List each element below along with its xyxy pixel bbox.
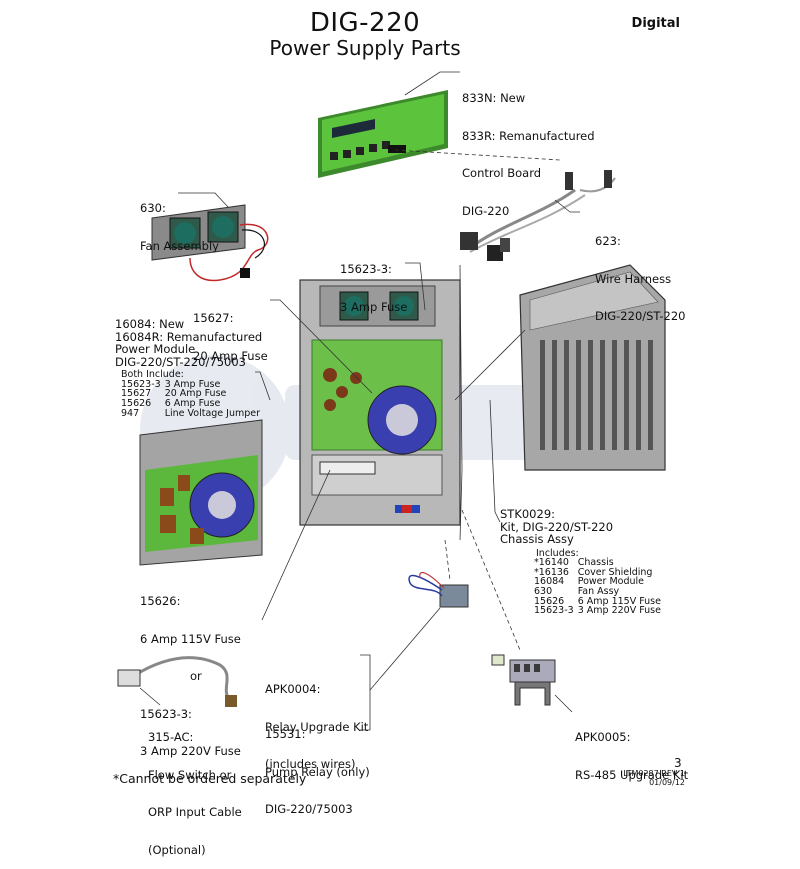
- fuse-20amp-label: 15627: 20 Amp Fuse: [193, 311, 268, 363]
- chassis-assembly-image: [299, 279, 461, 526]
- page-title: DIG-220: [309, 8, 421, 38]
- flow-switch-label: 315-AC: Flow Switch or ORP Input Cable (…: [148, 730, 242, 857]
- power-module-label: 16084: New 16084R: Remanufactured Power …: [115, 317, 264, 419]
- leader-lines: [139, 71, 580, 731]
- wire-harness-label: 623: Wire Harness DIG-220/ST-220: [595, 234, 686, 323]
- control-board-label: 833N: New 833R: Remanufactured Control B…: [462, 91, 595, 218]
- pump-relay-label: 15531: Pump Relay (only) DIG-220/75003: [265, 727, 370, 816]
- wire-harness-image: [460, 170, 616, 261]
- rs485-kit-label: APK0005: RS-485 Upgrade Kit: [575, 730, 689, 782]
- fuse-6amp-label: 15626: 6 Amp 115V Fuse or 15623-3: 3 Amp…: [140, 594, 241, 758]
- control-board-image: [318, 90, 448, 178]
- cover-shielding-image: [519, 264, 666, 471]
- model-tag: Digital: [631, 16, 680, 31]
- footnote: *Cannot be ordered separately: [113, 771, 307, 786]
- fuse-3amp-label: 15623-3: 3 Amp Fuse: [340, 262, 408, 314]
- flow-switch-image: [117, 656, 237, 707]
- fan-assembly-label: 630: Fan Assembly: [140, 201, 219, 253]
- page-number: 3: [674, 756, 682, 770]
- page-subtitle: Power Supply Parts: [269, 36, 461, 60]
- relay-kit-label: APK0004: Relay Upgrade Kit (includes wir…: [265, 682, 369, 771]
- rs485-kit-image: [491, 654, 556, 706]
- power-module-image: [139, 419, 263, 566]
- document-revision: LTM0287 REV 1 01/09/12: [623, 769, 685, 787]
- relay-kit-image: [408, 571, 469, 608]
- fan-assembly-image: [151, 204, 269, 282]
- diagram-artwork: [117, 71, 666, 731]
- chassis-kit-label: STK0029: Kit, DIG-220/ST-220 Chassis Ass…: [500, 508, 665, 616]
